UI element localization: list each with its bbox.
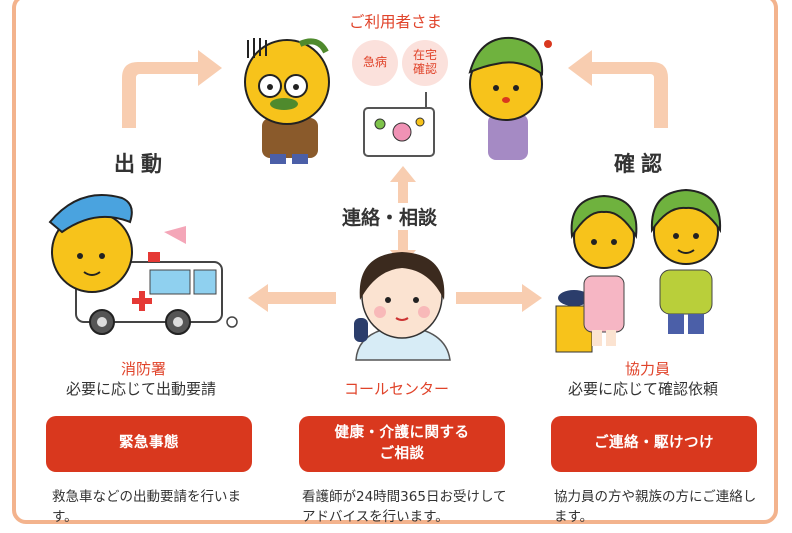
fire-station-description: 救急車などの出動要請を行います。	[52, 489, 241, 525]
user-title: ご利用者さま	[349, 13, 443, 31]
cooperators-illustration	[555, 188, 722, 353]
operator-illustration	[354, 252, 451, 361]
contact-rush-button: ご連絡・駆けつけ	[551, 416, 757, 472]
dispatch-arrow	[122, 50, 222, 128]
dispatch-label: 出動	[114, 152, 168, 176]
contact-consult-label: 連絡・相談	[338, 203, 442, 230]
fire-station-name: 消防署	[121, 360, 167, 378]
elderly-woman-illustration	[468, 36, 552, 160]
call-center-description: 看護師が24時間365日お受けしてアドバイスを行います。	[302, 489, 507, 525]
to-cooperator-arrow	[456, 284, 542, 312]
cooperator-name: 協力員	[625, 360, 671, 378]
cooperator-role: 必要に応じて確認依頼	[568, 380, 719, 398]
confirm-bubble: 在宅 確認	[402, 40, 448, 86]
fire-station-role: 必要に応じて出動要請	[66, 380, 217, 398]
ambulance-illustration	[48, 194, 238, 335]
elderly-man-illustration	[244, 38, 330, 164]
cooperator-description: 協力員の方や親族の方にご連絡します。	[554, 489, 757, 525]
emergency-device-illustration	[363, 92, 435, 157]
consultation-button: 健康・介護に関する ご相談	[299, 416, 505, 472]
confirm-label: 確認	[614, 152, 668, 176]
emergency-button: 緊急事態	[46, 416, 252, 472]
confirm-arrow	[568, 50, 668, 128]
emergency-bubble: 急病	[352, 40, 398, 86]
call-center-name: コールセンター	[344, 380, 450, 398]
to-fire-arrow	[248, 284, 336, 312]
